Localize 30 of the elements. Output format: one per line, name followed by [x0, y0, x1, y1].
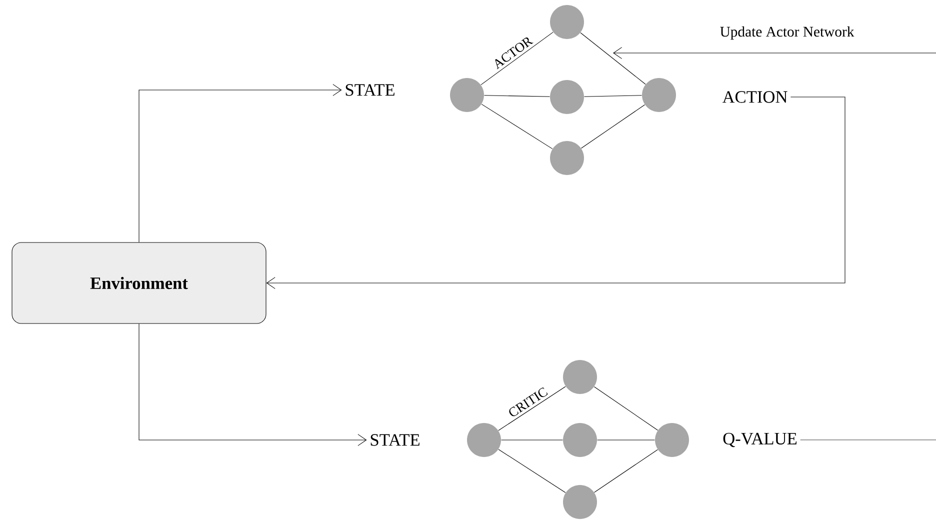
network-node	[563, 360, 597, 394]
network-node	[550, 80, 584, 114]
connector-line	[481, 104, 553, 150]
edge-label: Update Actor Network	[720, 26, 854, 40]
network-node	[655, 423, 689, 457]
arrow	[613, 47, 936, 59]
network-node	[642, 78, 676, 112]
arrow	[138, 84, 342, 242]
network-node	[563, 423, 597, 457]
connector-line	[584, 95, 642, 97]
text-label: Q-VALUE	[723, 432, 797, 448]
connector-line	[580, 32, 646, 85]
rounded-box: Environment	[12, 242, 266, 324]
arrow	[138, 324, 367, 446]
arrow	[266, 96, 846, 289]
connector-line	[594, 449, 658, 493]
text-label: ACTION	[722, 91, 788, 103]
network-node	[563, 485, 597, 519]
network-node	[450, 78, 484, 112]
connector-line	[580, 104, 646, 149]
text-label: STATE	[346, 84, 394, 96]
text-label: STATE	[370, 434, 420, 446]
connector-line	[594, 386, 658, 430]
connector-line	[480, 32, 554, 86]
network-node	[550, 141, 584, 175]
network-node	[550, 5, 584, 39]
network-node	[467, 423, 501, 457]
connector-line	[498, 449, 566, 493]
connector-line	[484, 95, 550, 97]
connector-line	[498, 386, 566, 431]
